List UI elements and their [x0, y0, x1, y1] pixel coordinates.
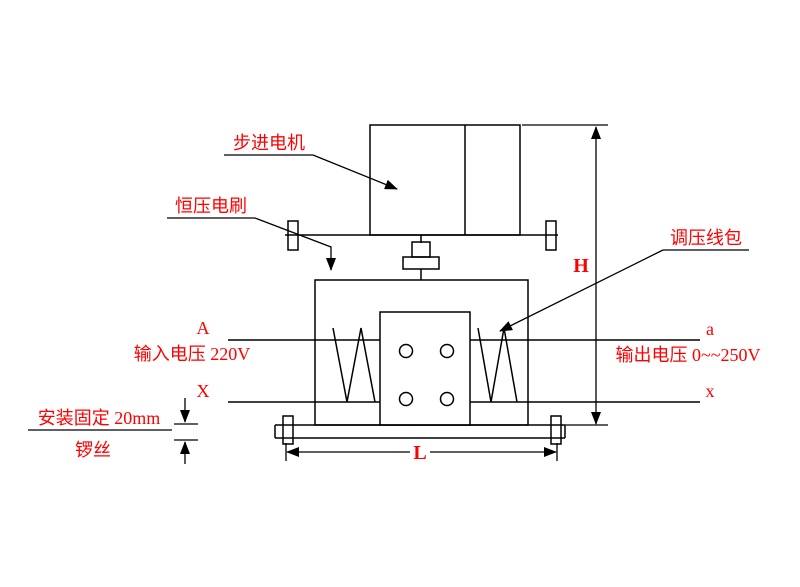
- top-right-bolt: [545, 220, 557, 251]
- core-hole: [439, 391, 455, 407]
- right-winding-coil: [477, 327, 518, 403]
- terminal-A-label: A: [197, 318, 210, 338]
- motor-shaft: [402, 235, 440, 280]
- core-hole: [398, 343, 414, 359]
- top-left-bolt: [287, 220, 299, 251]
- core-block: [379, 311, 471, 426]
- length-dimension: [285, 443, 558, 461]
- coil-label: 调压线包: [670, 228, 742, 248]
- core-hole: [398, 391, 414, 407]
- left-winding-coil: [332, 327, 376, 403]
- brush-callout-leader: [167, 217, 336, 271]
- bottom-mounting-plate: [274, 415, 566, 445]
- brush-label: 恒压电刷: [175, 196, 247, 216]
- terminal-x-label: x: [706, 381, 715, 401]
- length-dimension-label: L: [413, 442, 426, 464]
- stepper-motor-label: 步进电机: [233, 133, 305, 153]
- top-mounting-plate: [285, 220, 558, 251]
- coil-callout-leader: [499, 249, 749, 332]
- bottom-left-bolt: [282, 415, 294, 445]
- stepper-motor-callout-leader: [224, 154, 398, 190]
- input-voltage-label: 输入电压 220V: [134, 344, 251, 364]
- core-hole: [439, 343, 455, 359]
- mounting-label-line2: 锣丝: [75, 440, 111, 460]
- stepper-motor-box: [369, 124, 521, 236]
- output-voltage-label: 输出电压 0~~250V: [616, 345, 761, 365]
- mounting-label-line1: 安装固定 20mm: [38, 408, 161, 428]
- height-dimension: [522, 124, 608, 426]
- terminal-X-label: X: [197, 381, 210, 401]
- terminal-a-label: a: [706, 319, 714, 339]
- height-dimension-label: H: [573, 255, 589, 277]
- bottom-right-bolt: [550, 415, 562, 445]
- mounting-screw-dimension: [28, 398, 198, 464]
